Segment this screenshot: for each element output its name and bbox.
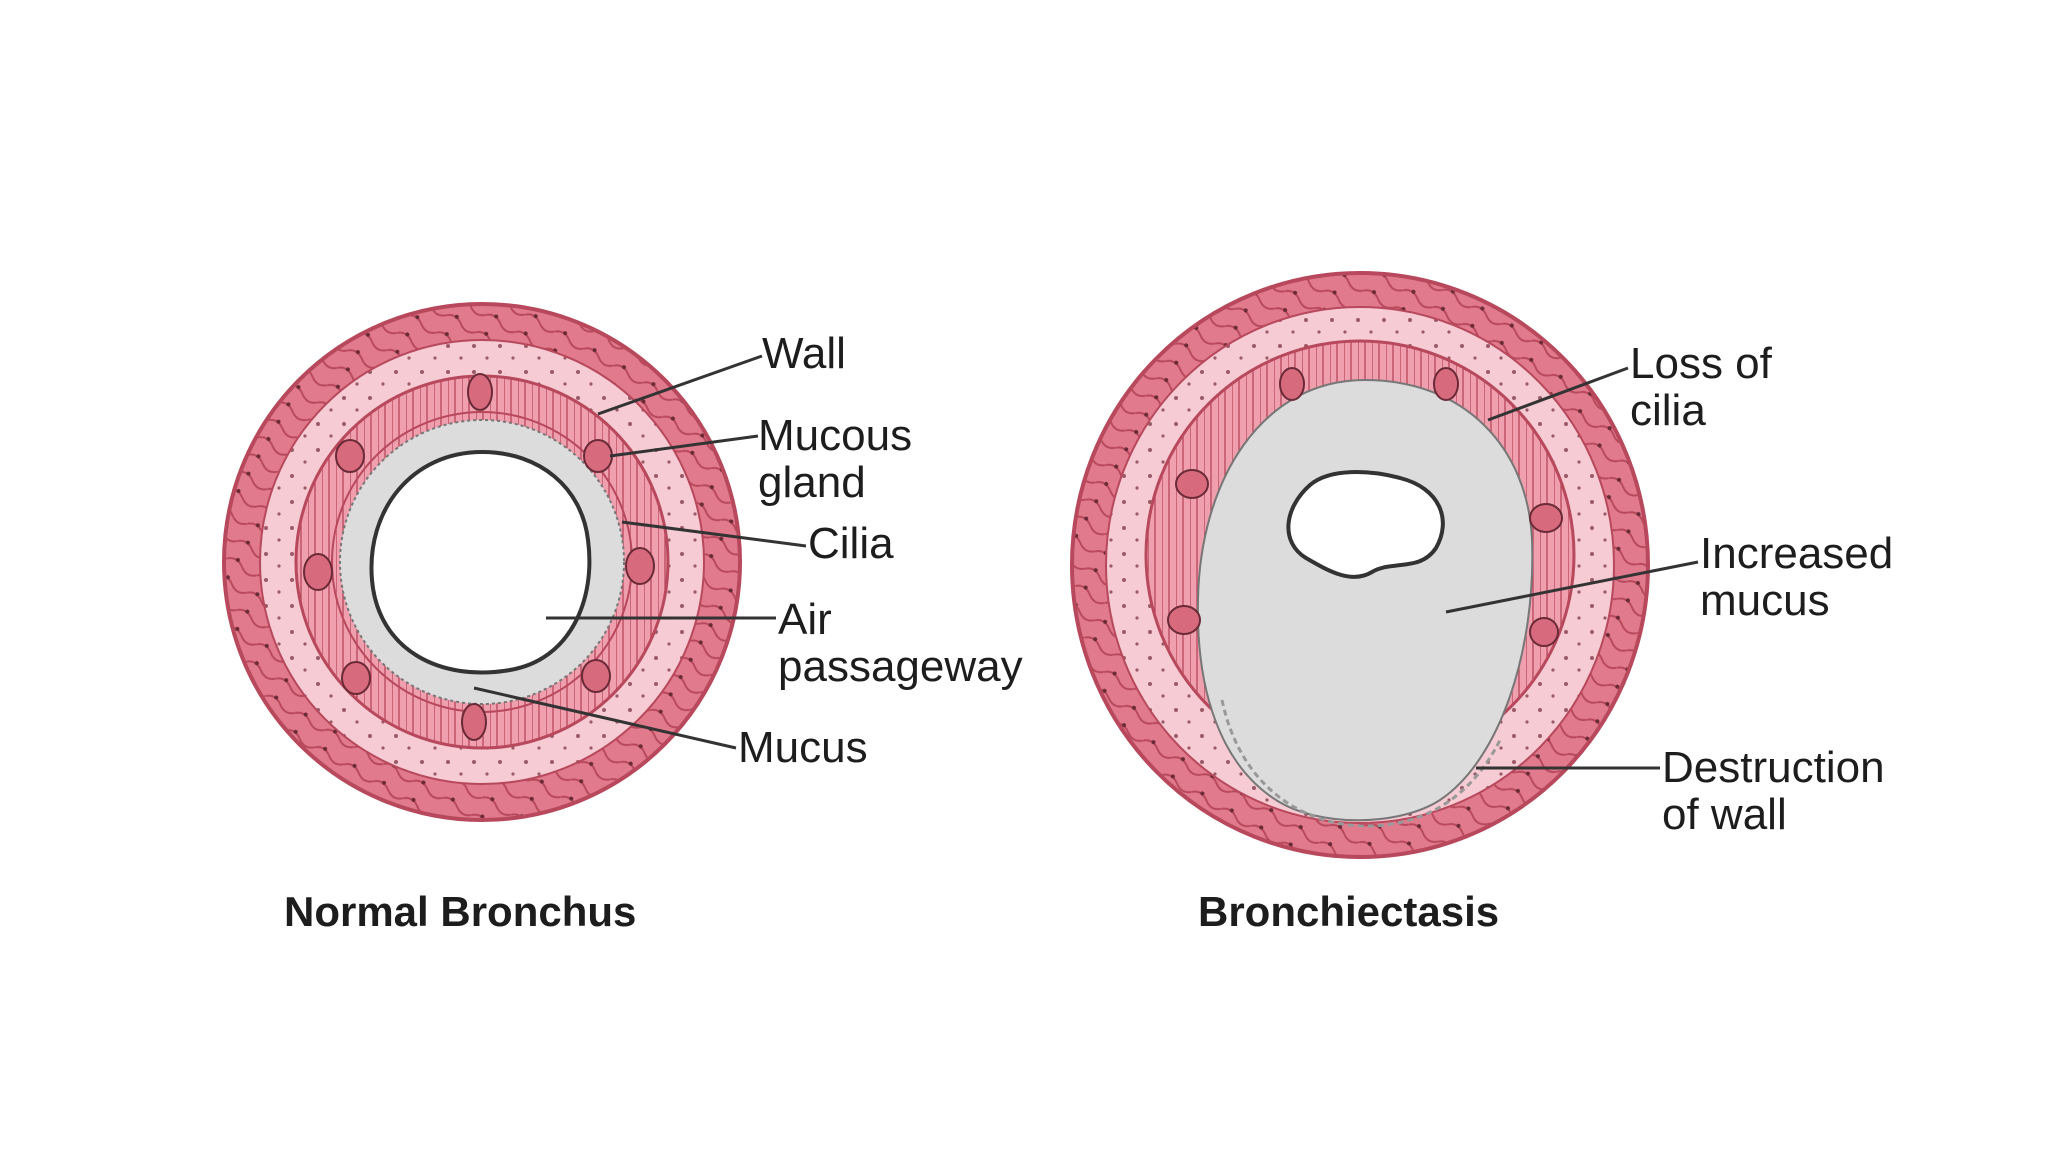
- bronchiectasis-air-passageway: [1286, 470, 1445, 579]
- label-loss-of-cilia: Loss of cilia: [1630, 340, 1772, 434]
- bronchiectasis-mucous-glands: [1167, 367, 1563, 647]
- normal-air-passageway: [369, 449, 592, 675]
- leader-lines: [473, 354, 1699, 770]
- label-destruction-of-wall: Destruction of wall: [1662, 744, 1885, 838]
- caption-bronchiectasis: Bronchiectasis: [1198, 888, 1500, 935]
- leader-cilia: [621, 520, 807, 548]
- label-air-passageway-line2: passageway: [778, 642, 1023, 691]
- label-destruction-of-wall-line2: of wall: [1662, 790, 1787, 839]
- normal-mucous-glands: [303, 373, 655, 741]
- bronchiectasis-destroyed-wall-edge: [1220, 699, 1502, 828]
- label-air-passageway-line1: Air: [778, 595, 832, 644]
- label-increased-mucus-line2: mucus: [1700, 576, 1830, 625]
- normal-bronchus: [222, 302, 742, 822]
- label-loss-of-cilia-line2: cilia: [1630, 386, 1706, 435]
- leader-increased-mucus: [1445, 560, 1699, 614]
- label-mucus: Mucus: [738, 723, 868, 772]
- label-loss-of-cilia-line1: Loss of: [1630, 339, 1772, 388]
- label-air-passageway: Air passageway: [778, 596, 1023, 690]
- label-wall: Wall: [762, 329, 846, 378]
- label-mucous-gland-line1: Mucous: [758, 411, 913, 460]
- bronchiectasis-increased-mucus: [1196, 378, 1534, 822]
- label-mucous-gland-line2: gland: [758, 458, 866, 507]
- label-destruction-of-wall-line1: Destruction: [1662, 743, 1885, 792]
- leader-mucous-gland: [609, 434, 759, 458]
- label-increased-mucus: Increased mucus: [1700, 530, 1893, 624]
- bronchiectasis: [1070, 271, 1650, 859]
- label-cilia: Cilia: [808, 519, 894, 568]
- label-increased-mucus-line1: Increased: [1700, 529, 1894, 578]
- leader-mucus: [473, 686, 737, 750]
- leader-wall: [597, 354, 763, 416]
- leader-loss-of-cilia: [1487, 366, 1629, 422]
- label-mucous-gland: Mucous gland: [758, 412, 912, 506]
- caption-normal-bronchus: Normal Bronchus: [284, 888, 637, 935]
